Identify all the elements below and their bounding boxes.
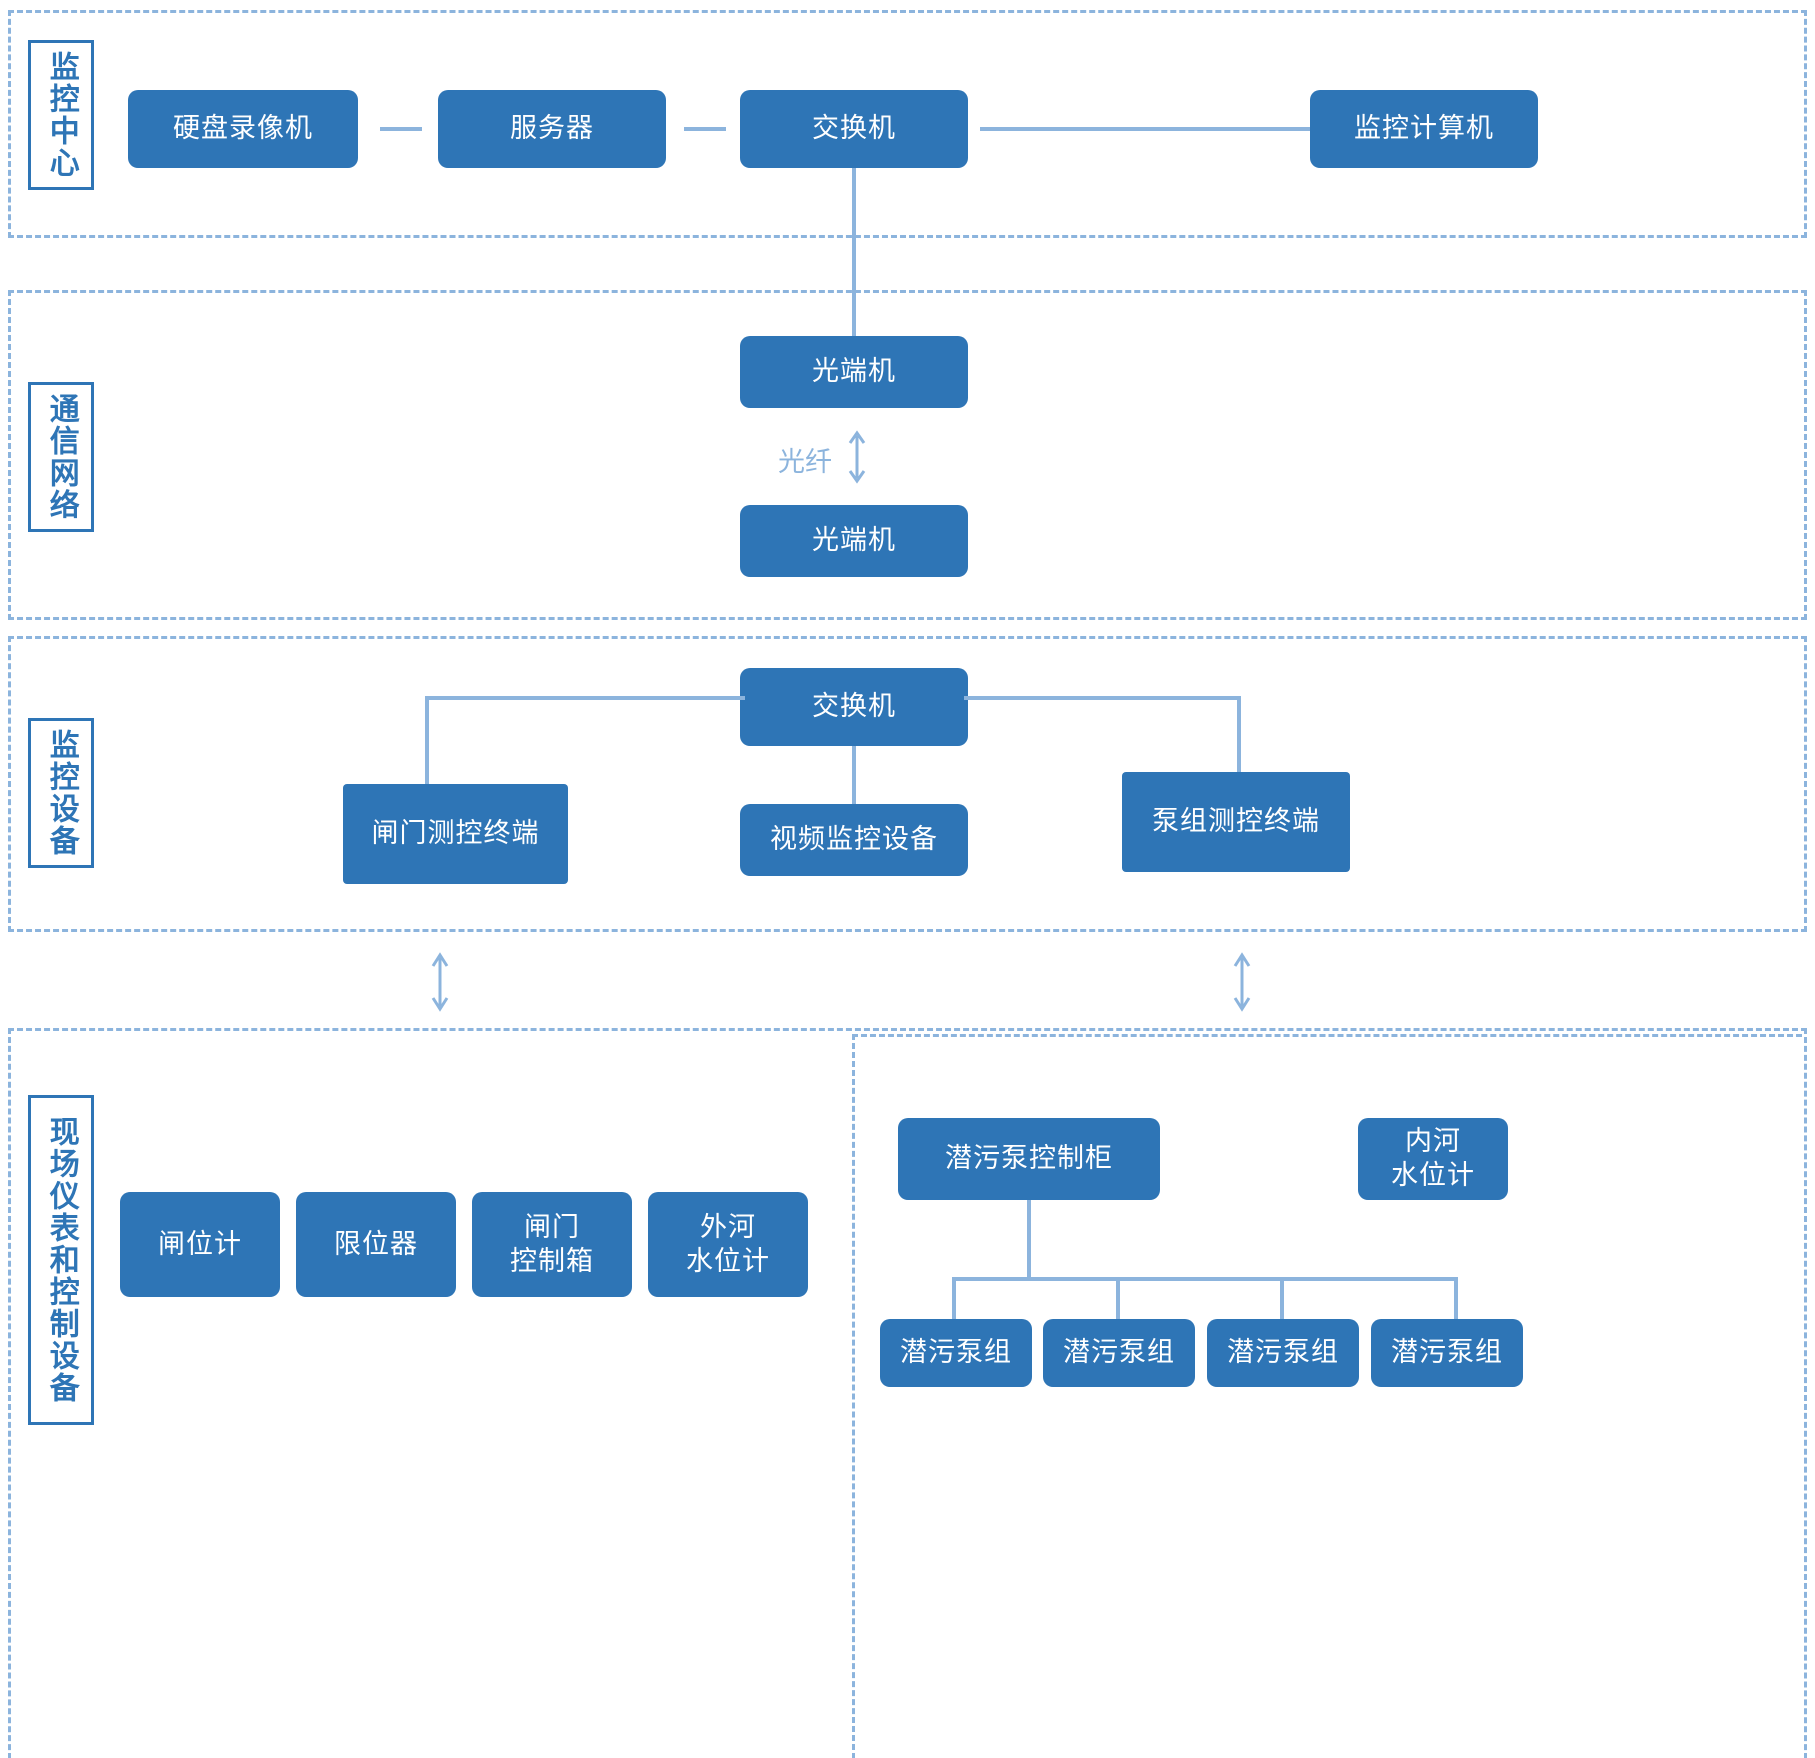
node-pump-control-cabinet[interactable]: 潜污泵控制柜 [898, 1118, 1160, 1200]
node-gate-control-box[interactable]: 闸门 控制箱 [472, 1192, 632, 1297]
fiber-double-arrow [848, 430, 866, 484]
section-tag-monitor-device: 监控设备 [28, 718, 94, 868]
node-pump-unit-1[interactable]: 潜污泵组 [880, 1319, 1032, 1387]
gate-link-double-arrow [431, 952, 449, 1012]
node-server[interactable]: 服务器 [438, 90, 666, 168]
link-cabinet-bus-v [1027, 1200, 1031, 1277]
section-band-monitor-center [8, 10, 1807, 238]
node-outer-river-level-meter[interactable]: 外河 水位计 [648, 1192, 808, 1297]
node-switch-field[interactable]: 交换机 [740, 668, 968, 746]
node-limit-switch[interactable]: 限位器 [296, 1192, 456, 1297]
link-bus-pump-2 [1116, 1277, 1120, 1319]
node-pump-terminal[interactable]: 泵组测控终端 [1122, 772, 1350, 872]
link-switchfield-center-v [852, 746, 856, 804]
node-gate-meter[interactable]: 闸位计 [120, 1192, 280, 1297]
link-bus-pump-4 [1454, 1277, 1458, 1319]
node-inner-river-level-meter[interactable]: 内河 水位计 [1358, 1118, 1508, 1200]
link-server-switch [684, 127, 726, 131]
link-pump-bus-h [952, 1277, 1458, 1281]
link-switch-monitorpc [980, 127, 1310, 131]
link-switchfield-right-v [1237, 696, 1241, 784]
edge-label-fiber: 光纤 [778, 447, 832, 477]
section-tag-field-device: 现场仪表和控制设备 [28, 1095, 94, 1425]
subsection-band-pump-side [852, 1034, 1802, 1758]
node-gate-terminal[interactable]: 闸门测控终端 [343, 784, 568, 884]
section-band-comm-network [8, 290, 1807, 620]
link-switchfield-left-v [425, 696, 429, 784]
node-switch-top[interactable]: 交换机 [740, 90, 968, 168]
link-switch-optical [852, 168, 856, 338]
node-pump-unit-2[interactable]: 潜污泵组 [1043, 1319, 1195, 1387]
node-optical-top[interactable]: 光端机 [740, 336, 968, 408]
section-band-monitor-device [8, 636, 1807, 932]
section-band-field-device [8, 1028, 1807, 1758]
node-dvr[interactable]: 硬盘录像机 [128, 90, 358, 168]
link-dvr-server [380, 127, 422, 131]
pump-link-double-arrow [1233, 952, 1251, 1012]
node-pump-unit-4[interactable]: 潜污泵组 [1371, 1319, 1523, 1387]
node-monitor-pc[interactable]: 监控计算机 [1310, 90, 1538, 168]
link-bus-pump-3 [1280, 1277, 1284, 1319]
node-pump-unit-3[interactable]: 潜污泵组 [1207, 1319, 1359, 1387]
node-optical-bottom[interactable]: 光端机 [740, 505, 968, 577]
link-switchfield-right-h [964, 696, 1241, 700]
link-bus-pump-1 [952, 1277, 956, 1319]
link-switchfield-left-h [425, 696, 745, 700]
node-video-device[interactable]: 视频监控设备 [740, 804, 968, 876]
section-tag-monitor-center: 监控中心 [28, 40, 94, 190]
section-tag-comm-network: 通信网络 [28, 382, 94, 532]
